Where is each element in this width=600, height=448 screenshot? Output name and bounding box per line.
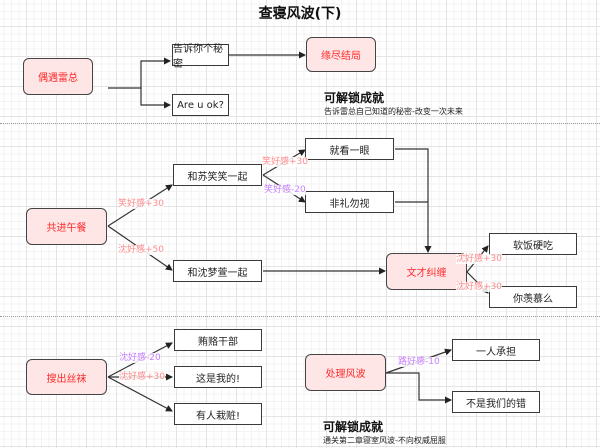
edge-label: 沈好感+30: [119, 372, 165, 382]
section-divider: [0, 316, 600, 317]
edge: [140, 88, 171, 109]
choice-node[interactable]: Are u ok?: [172, 94, 229, 116]
start-node-lunch[interactable]: 共进午餐: [26, 208, 107, 245]
edge: [107, 376, 173, 412]
achievement-heading: 可解锁成就: [324, 91, 385, 105]
choice-node[interactable]: 和苏笑笑一起: [173, 164, 262, 186]
ending-node[interactable]: 缘尽结局: [306, 37, 376, 72]
start-node-stockings[interactable]: 搜出丝袜: [26, 359, 107, 395]
edge-label: 沈好感+30: [456, 254, 502, 264]
achievement-desc: 通关第二章寝室风波-不向权威屈服: [323, 436, 446, 445]
diagram-title: 查寝风波(下): [258, 6, 342, 22]
choice-node[interactable]: 一人承担: [452, 339, 540, 361]
start-node-handle[interactable]: 处理风波: [305, 354, 386, 391]
edge-label: 沈好感-20: [119, 353, 161, 363]
edge: [395, 148, 432, 253]
edge-label: 笑好感+30: [118, 199, 164, 209]
choice-node[interactable]: 你羡慕么: [489, 286, 577, 308]
choice-node[interactable]: 就看一眼: [305, 138, 394, 160]
choice-node[interactable]: 这是我的!: [174, 366, 262, 388]
achievement-desc: 告诉雷总自己知道的秘密-改变一次未来: [324, 107, 463, 116]
edge-label: 笑好感-20: [264, 185, 306, 195]
edge-label: 笑好感+30: [262, 157, 308, 167]
edge: [386, 372, 452, 404]
choice-node[interactable]: 告诉你个秘密: [172, 44, 229, 70]
choice-node[interactable]: 非礼勿视: [305, 191, 394, 213]
edge: [108, 57, 171, 89]
edge-label: 沈好感+50: [118, 245, 164, 255]
merge-node[interactable]: 文才纠缠: [386, 253, 467, 290]
achievement-heading: 可解锁成就: [323, 420, 384, 434]
choice-node[interactable]: 软饭硬吃: [489, 233, 577, 255]
edge-label: 沈好感+30: [456, 282, 502, 292]
start-node-lei[interactable]: 偶遇雷总: [23, 58, 93, 95]
section-divider: [0, 123, 600, 124]
choice-node[interactable]: 有人栽赃!: [174, 403, 262, 425]
edge-label: 路好感-10: [398, 357, 440, 367]
choice-node[interactable]: 不是我们的错: [452, 391, 540, 413]
choice-node[interactable]: 和沈梦萱一起: [173, 260, 262, 282]
choice-node[interactable]: 贿赂干部: [174, 329, 262, 351]
